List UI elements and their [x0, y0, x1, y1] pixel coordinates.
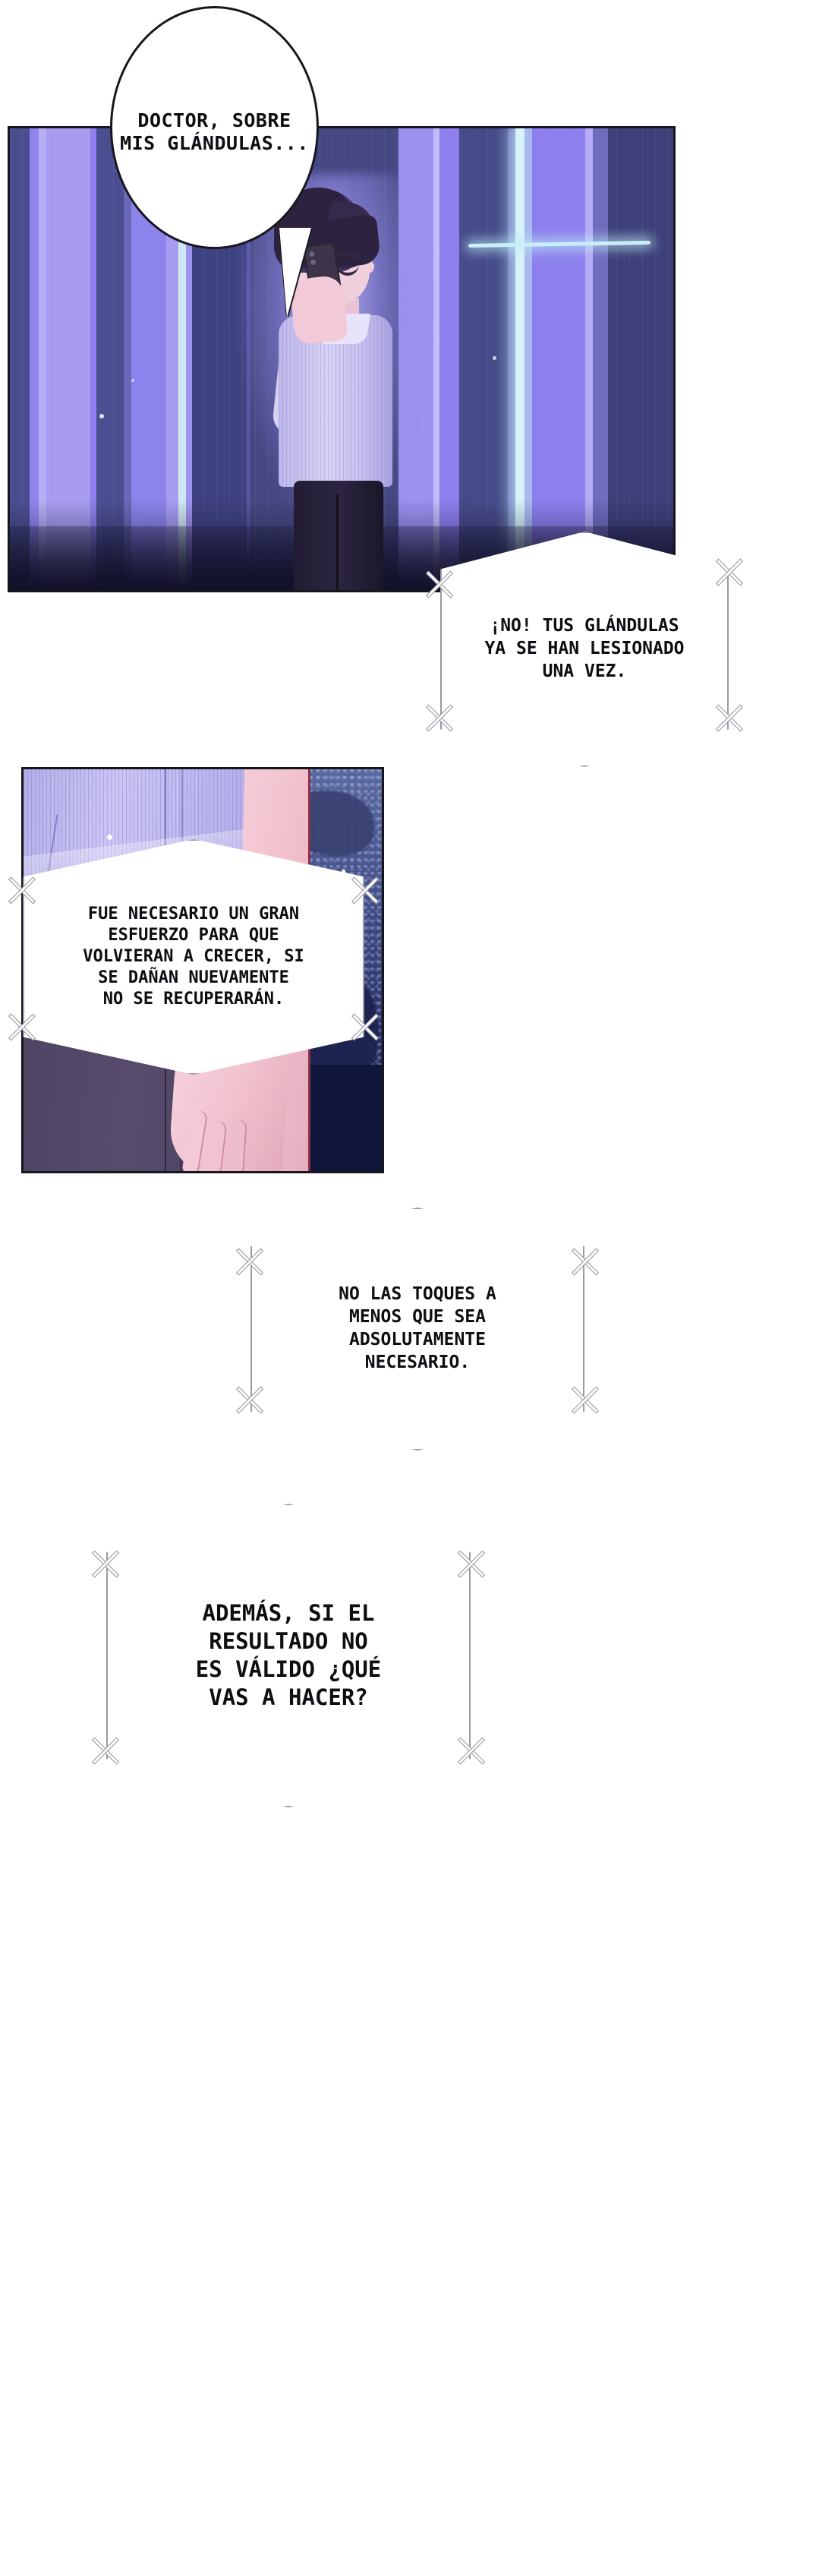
caption-bubble-5-text: ADEMÁS, SI EL RESULTADO NO ES VÁLIDO ¿QU…: [195, 1599, 382, 1711]
caption-bubble-3-text: FUE NECESARIO UN GRAN ESFUERZO PARA QUE …: [83, 904, 304, 1009]
caption-bubble-2-text: ¡NO! TUS GLÁNDULAS YA SE HAN LESIONADO U…: [484, 616, 685, 681]
speech-bubble-tail: [279, 228, 311, 317]
caption-bubble-4-text: NO LAS TOQUES A MENOS QUE SEA ADSOLUTAME…: [339, 1284, 496, 1372]
caption-bubble-5: ADEMÁS, SI EL RESULTADO NO ES VÁLIDO ¿QU…: [91, 1504, 486, 1807]
character-man-on-phone: [251, 188, 414, 590]
caption-bubble-3: FUE NECESARIO UN GRAN ESFUERZO PARA QUE …: [8, 839, 380, 1075]
speech-bubble-1-text: DOCTOR, SOBRE MIS GLÁNDULAS...: [120, 109, 309, 155]
caption-bubble-2: ¡NO! TUS GLÁNDULAS YA SE HAN LESIONADO U…: [425, 532, 744, 767]
comic-panel-1: [8, 126, 676, 592]
speech-bubble-1: DOCTOR, SOBRE MIS GLÁNDULAS...: [110, 6, 319, 249]
caption-bubble-4: NO LAS TOQUES A MENOS QUE SEA ADSOLUTAME…: [235, 1208, 600, 1451]
